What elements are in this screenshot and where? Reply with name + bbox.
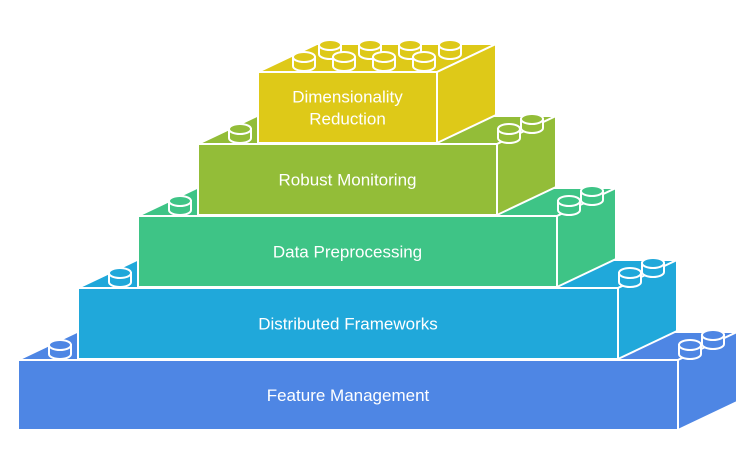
stud-icon bbox=[372, 51, 396, 72]
stud-icon bbox=[48, 339, 72, 360]
brick-front-face bbox=[77, 287, 619, 360]
brick-front-face bbox=[197, 143, 498, 216]
stud-icon bbox=[412, 51, 436, 72]
stud-icon bbox=[520, 113, 544, 134]
brick-front-face bbox=[137, 215, 558, 288]
stud-icon bbox=[332, 51, 356, 72]
layer-label: Robust Monitoring bbox=[279, 171, 417, 190]
stud-icon bbox=[228, 123, 252, 144]
stud-icon bbox=[678, 339, 702, 360]
stud-icon bbox=[701, 329, 725, 350]
stud-icon bbox=[618, 267, 642, 288]
layer-label: Data Preprocessing bbox=[273, 243, 422, 262]
stud-icon bbox=[438, 39, 462, 60]
stud-icon bbox=[580, 185, 604, 206]
stud-icon bbox=[557, 195, 581, 216]
layer-label: Dimensionality bbox=[292, 88, 403, 107]
layer-label: Reduction bbox=[309, 110, 386, 129]
layer-label: Distributed Frameworks bbox=[258, 315, 438, 334]
brick-front-face bbox=[257, 71, 438, 144]
stud-icon bbox=[108, 267, 132, 288]
stud-icon bbox=[641, 257, 665, 278]
stud-icon bbox=[168, 195, 192, 216]
layer-label: Feature Management bbox=[267, 386, 430, 405]
stud-icon bbox=[292, 51, 316, 72]
stud-icon bbox=[497, 123, 521, 144]
